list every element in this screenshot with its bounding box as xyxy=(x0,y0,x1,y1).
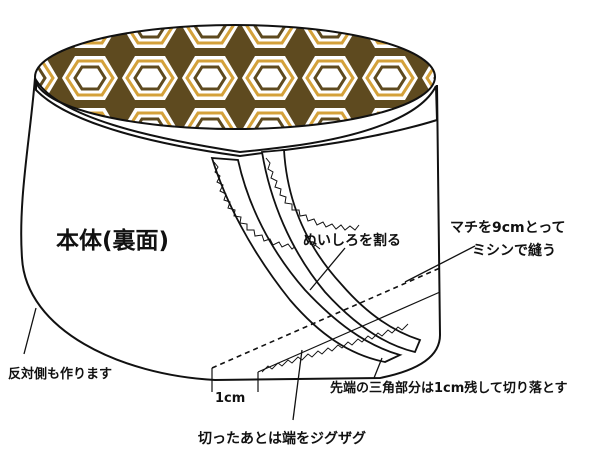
leader-lines xyxy=(23,245,476,421)
label-zigzag: 切ったあとは端をジグザグ xyxy=(198,430,366,447)
label-split-seam: ぬいしろを割る xyxy=(303,232,401,249)
label-gusset-line1: マチを9cmとって xyxy=(450,220,566,236)
label-trim-tip: 先端の三角部分は1cm残して切り落とす xyxy=(330,380,568,396)
label-gusset-line2: ミシンで縫う xyxy=(472,242,556,259)
right-seam-allowance xyxy=(260,149,422,354)
bag-opening-lining xyxy=(34,24,439,158)
bag-body-outline xyxy=(20,77,442,382)
label-body-reverse: 本体(裏面) xyxy=(56,227,169,254)
label-one-cm: 1cm xyxy=(215,391,245,406)
gusset-stitch-lines xyxy=(211,267,441,392)
label-other-side: 反対側も作ります xyxy=(8,366,112,382)
